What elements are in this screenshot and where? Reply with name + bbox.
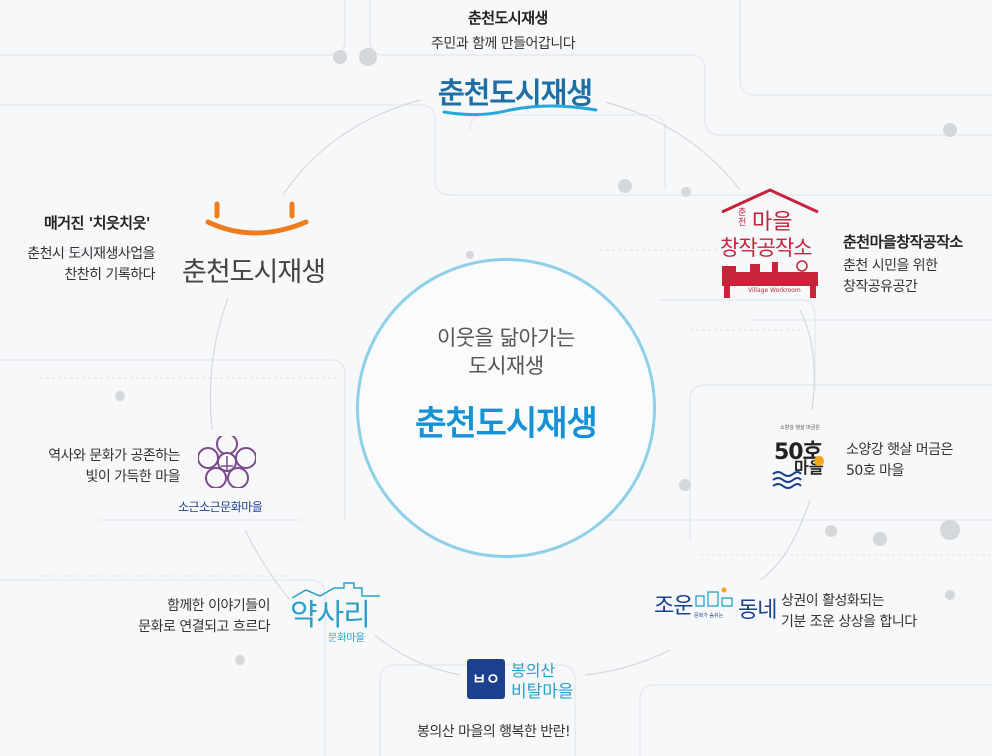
waves-icon [772,471,802,489]
top-desc: 주민과 함께 만들어갑니다 [431,36,576,52]
smile-icon [205,201,309,236]
bongui-logo-badge: ㅂㅇ [467,659,505,699]
sun-icon [814,456,824,466]
magazine-desc1: 춘천시 도시재생사업을 [27,246,155,262]
workshop-logo-en: Village Workroom [748,287,801,294]
top-title: 춘천도시재생 [468,9,548,27]
center-line1: 이웃을 닮아가는 [437,326,575,350]
yaksa-desc2: 문화로 연결되고 흐르다 [138,619,270,635]
town-icon [695,587,733,607]
joun-desc2: 기분 조운 상상을 합니다 [781,614,917,630]
sokun-desc2: 빛이 가득한 마을 [85,469,180,485]
bongui-desc: 봉의산 마을의 행복한 반란! [417,724,571,740]
joun-logo[interactable]: 조운 문화가 숨쉬는 동네 [654,586,777,630]
magazine-logo[interactable]: 춘천도시재생 [182,200,327,292]
flower-seal-icon [198,436,256,488]
bongui-logo-line1: 봉의산 [511,661,556,680]
top-logo[interactable]: 춘천도시재생 [438,70,600,122]
workshop-logo-small: 춘천 [738,208,747,228]
house50-desc2: 50호 마을 [846,463,904,479]
workshop-logo[interactable]: 춘천 마을 창작공작소 Village Workroom [718,186,822,304]
house50-logo-tag: 소양강 햇살 머금은 [780,425,820,431]
top-logo-text: 춘천도시재생 [438,76,593,110]
joun-logo-a: 조운 [654,594,693,619]
magazine-title: 매거진 '치읏치읏' [43,214,151,232]
house50-logo[interactable]: 소양강 햇살 머금은 50호 마을 [772,425,832,492]
center-circle [356,258,656,558]
yaksa-logo-text: 약사리 [290,598,371,633]
center-main-title: 춘천도시재생 [415,404,598,444]
workshop-logo-line1: 마을 [752,210,793,235]
sokun-logo-text: 소근소근문화마을 [178,500,263,514]
bongui-logo[interactable]: ㅂㅇ 봉의산 비탈마을 [467,657,583,703]
center-line2: 도시재생 [468,354,544,378]
workshop-logo-line2: 창작공작소 [720,236,813,260]
workshop-desc1: 춘천 시민을 위한 [843,258,938,274]
bongui-logo-line2: 비탈마을 [511,682,574,702]
joun-logo-tag: 문화가 숨쉬는 [694,613,724,619]
sokun-logo[interactable]: 소근소근문화마을 [172,436,282,516]
magazine-desc2: 찬찬히 기록하다 [64,267,155,283]
magazine-logo-text: 춘천도시재생 [182,257,326,288]
joun-desc1: 상권이 활성화되는 [781,593,885,609]
roof-icon [721,188,819,214]
yaksa-logo[interactable]: 약사리 문화마을 [290,582,382,646]
joun-logo-b: 동네 [738,598,777,623]
workshop-desc2: 창작공유공간 [843,279,918,295]
wave-underline-icon [442,104,598,117]
skyline-line-icon [291,582,380,599]
village-skyline-icon [722,260,818,298]
workshop-title: 춘천마을창작공작소 [843,233,963,251]
sokun-desc1: 역사와 문화가 공존하는 [48,448,180,464]
house50-desc1: 소양강 햇살 머금은 [846,442,953,458]
yaksa-desc1: 함께한 이야기들이 [167,598,271,614]
yaksa-logo-sub: 문화마을 [328,633,365,644]
